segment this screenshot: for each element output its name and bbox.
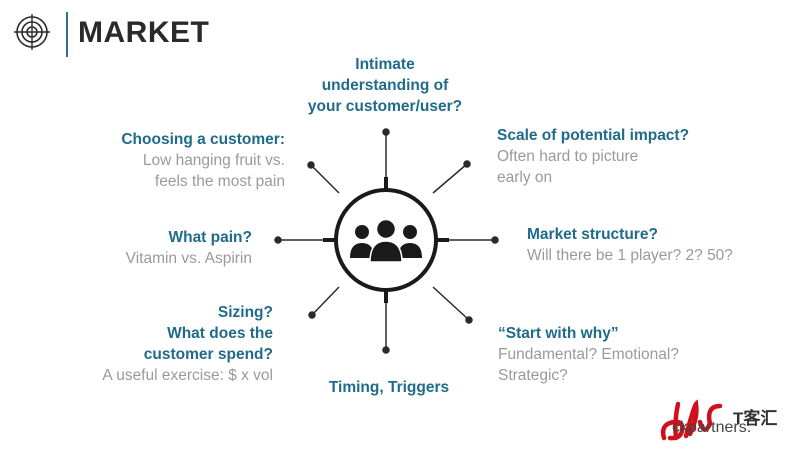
node-bottom-left-heading-1: Sizing? bbox=[217, 304, 273, 321]
node-bottom-left: Sizing? What does the customer spend? A … bbox=[50, 302, 273, 386]
watermark-logo bbox=[660, 399, 723, 441]
node-top-heading-2: understanding of bbox=[321, 77, 449, 94]
node-top-left-sub-1: Low hanging fruit vs. bbox=[142, 152, 285, 169]
node-left: What pain? Vitamin vs. Aspirin bbox=[60, 227, 252, 269]
node-left-heading: What pain? bbox=[168, 229, 252, 246]
node-bottom-right-heading: “Start with why” bbox=[498, 325, 619, 342]
node-top-heading-1: Intimate bbox=[355, 56, 415, 73]
page-title: MARKET bbox=[78, 16, 210, 49]
watermark-cjk: T客汇 bbox=[733, 409, 778, 428]
node-bottom-left-sub: A useful exercise: $ x vol bbox=[102, 367, 273, 384]
hub-circle bbox=[323, 177, 449, 303]
header: MARKET bbox=[0, 0, 800, 70]
node-right-sub: Will there be 1 player? 2? 50? bbox=[527, 247, 733, 264]
node-bottom-right-sub-2: Strategic? bbox=[498, 367, 568, 384]
node-bottom-right: “Start with why” Fundamental? Emotional?… bbox=[498, 323, 738, 386]
node-right: Market structure? Will there be 1 player… bbox=[527, 224, 787, 266]
node-top-heading-3: your customer/user? bbox=[307, 98, 463, 115]
node-bottom-left-heading-2: What does the bbox=[167, 325, 273, 342]
node-top-right-heading: Scale of potential impact? bbox=[497, 127, 690, 144]
spoke-lines bbox=[274, 128, 499, 354]
node-bottom: Timing, Triggers bbox=[300, 377, 478, 398]
watermark-text: ckpartners. bbox=[672, 419, 752, 436]
node-top-left-heading: Choosing a customer: bbox=[121, 131, 285, 148]
target-icon bbox=[14, 14, 50, 50]
node-top-left: Choosing a customer: Low hanging fruit v… bbox=[60, 129, 285, 192]
group-of-people-icon bbox=[350, 218, 422, 263]
node-bottom-right-sub-1: Fundamental? Emotional? bbox=[498, 346, 679, 363]
node-left-sub: Vitamin vs. Aspirin bbox=[125, 250, 252, 267]
node-top-right-sub-1: Often hard to picture bbox=[497, 148, 639, 165]
node-bottom-left-heading-3: customer spend? bbox=[143, 346, 273, 363]
node-bottom-heading: Timing, Triggers bbox=[328, 379, 450, 396]
node-top-left-sub-2: feels the most pain bbox=[154, 173, 285, 190]
node-top: Intimate understanding of your customer/… bbox=[290, 54, 480, 117]
header-divider bbox=[66, 12, 68, 57]
node-top-right-sub-2: early on bbox=[497, 169, 553, 186]
node-right-heading: Market structure? bbox=[527, 226, 658, 243]
node-top-right: Scale of potential impact? Often hard to… bbox=[497, 125, 737, 188]
